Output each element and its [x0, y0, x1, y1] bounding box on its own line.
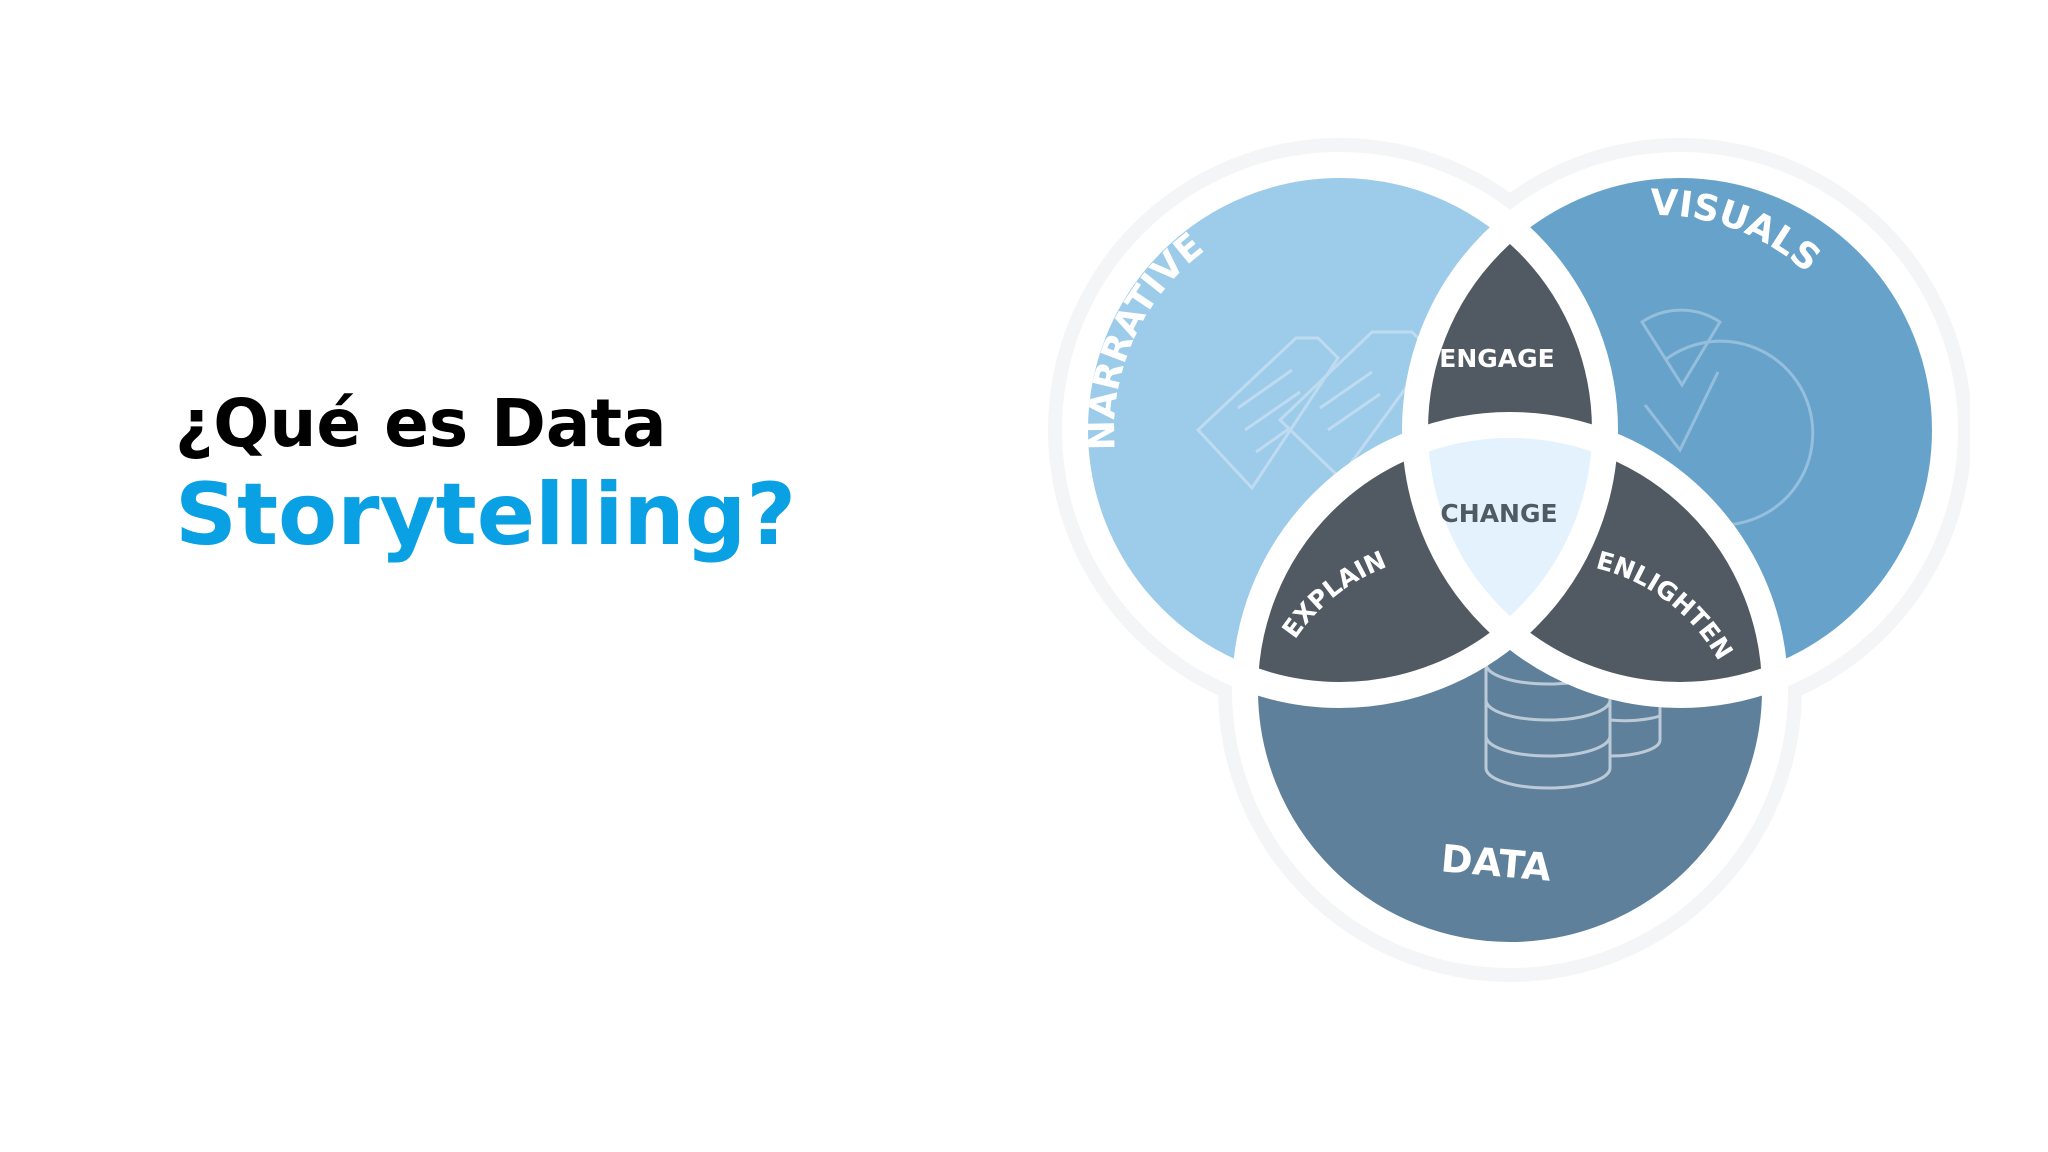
venn-diagram: NARRATIVE VISUALS DATA ENGAGE EXPLAIN EN…	[1040, 130, 1972, 1010]
title-block: ¿Qué es Data Storytelling?	[175, 385, 995, 567]
circle-outlines	[1062, 152, 1958, 968]
venn-svg: NARRATIVE VISUALS DATA ENGAGE EXPLAIN EN…	[1048, 138, 1972, 982]
title-line-2: Storytelling?	[175, 465, 797, 565]
label-data: DATA	[1439, 836, 1553, 890]
pie-chart-icon	[1639, 308, 1815, 527]
label-engage: ENGAGE	[1439, 344, 1554, 373]
label-change: CHANGE	[1440, 499, 1557, 528]
title-line-1: ¿Qué es Data	[175, 385, 667, 462]
